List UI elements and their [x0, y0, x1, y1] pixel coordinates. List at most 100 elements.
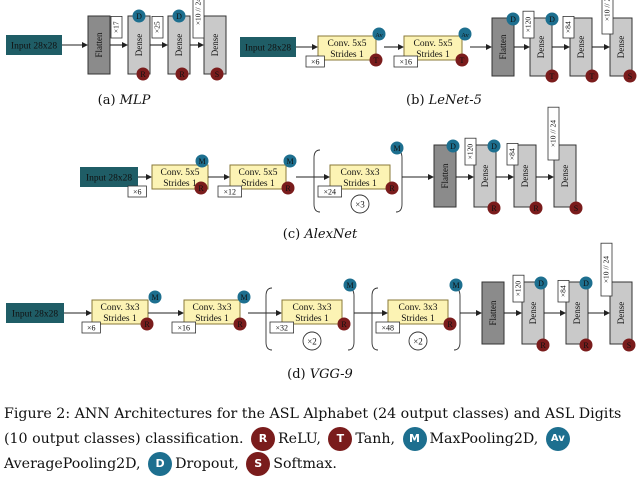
alex-dropout-1: [446, 139, 460, 153]
alex-dense-1: [473, 144, 497, 208]
mlp-flatten-label: Flatten: [94, 32, 104, 57]
vgg-arrow-5-head: [476, 310, 482, 316]
alex-relu-2: [281, 181, 295, 195]
vgg-dense-1-label: Dense: [528, 302, 538, 325]
alex-dense-1-label: Dense: [480, 165, 490, 188]
alex-maxpool-3-letter: M: [393, 144, 400, 153]
alex-relu-1: [194, 181, 208, 195]
alex-dense-2-label: Dense: [520, 165, 530, 188]
vgg-repeat-1: [302, 331, 322, 351]
lenet-tanh-2-letter: T: [460, 56, 465, 65]
avgpool-icon: Av: [545, 427, 570, 451]
vgg-relu-3-letter: R: [341, 320, 347, 329]
vgg-mult-2: [171, 321, 197, 334]
mlp-arrow-3-head: [162, 42, 168, 48]
mlp-relu-1: [136, 67, 150, 81]
alex-input-label: Input 28x28: [86, 174, 132, 184]
lenet-avgpool-2-letter: Av: [461, 32, 469, 39]
caption-mlp-tag: (a): [98, 93, 120, 108]
vgg-relu-4: [443, 317, 457, 331]
lenet-mult-3-text: ×84: [564, 21, 573, 33]
lenet-tanh-3-letter: T: [550, 72, 555, 81]
alex-relu-4-letter: R: [491, 204, 497, 213]
mlp-relu-2: [175, 67, 189, 81]
vgg-maxpool-1-letter: M: [151, 293, 158, 302]
vgg-conv-2: [183, 299, 241, 325]
alex-repeat: [350, 194, 370, 214]
vgg-conv-1: [91, 299, 149, 325]
vgg-dropout-1: [534, 276, 548, 290]
vgg-conv-4-kernel: Conv. 3x3: [399, 303, 438, 313]
vgg-flatten-label: Flatten: [488, 300, 498, 325]
legend-avgpool: AveragePooling2D,: [4, 456, 141, 472]
lenet-softmax-letter: S: [628, 72, 632, 81]
vgg-mult-7-text: ×10 // 24: [602, 256, 611, 283]
figure-caption: Figure 2: ANN Architectures for the ASL …: [4, 402, 638, 477]
legend-relu: ReLU,: [278, 431, 321, 447]
alex-repeat-bracket-right: [395, 149, 403, 213]
lenet-conv-2-strides: Strides 1: [416, 50, 450, 60]
vgg-repeat-bracket-1-right: [347, 287, 355, 351]
lenet-softmax: [623, 69, 637, 83]
alex-softmax-letter: S: [574, 204, 578, 213]
lenet-arrow-5-head: [564, 44, 570, 50]
lenet-mult-2b: [522, 10, 535, 39]
vgg-repeat-1-text: ×2: [307, 337, 317, 347]
vgg-mult-4-text: ×48: [382, 324, 395, 333]
mlp-softmax-letter: S: [215, 70, 219, 79]
alex-conv-3-kernel: Conv. 3x3: [341, 168, 380, 178]
vgg-input: [6, 303, 64, 323]
lenet-input-label: Input 28x28: [245, 44, 291, 54]
alex-arrow-4-head: [428, 174, 434, 180]
vgg-mult-1: [81, 321, 101, 334]
lenet-mult-2b-text: ×120: [524, 17, 533, 33]
vgg-mult-3: [269, 321, 295, 334]
lenet-arrow-4-head: [524, 44, 530, 50]
lenet-dense-3-label: Dense: [616, 36, 626, 59]
alex-arrow-1-head: [146, 174, 152, 180]
caption-lenet-tag: (b): [406, 93, 429, 108]
vgg-relu-5-letter: R: [540, 341, 546, 350]
mlp-arrow-4-head: [198, 42, 204, 48]
lenet-tanh-4-letter: T: [590, 72, 595, 81]
caption-lead: Figure 2: ANN Architectures for the ASL …: [4, 406, 622, 447]
alex-relu-4: [487, 201, 501, 215]
vgg-maxpool-4: [449, 278, 463, 292]
vgg-mult-5-text: ×120: [514, 281, 523, 297]
vgg-repeat-2-text: ×2: [413, 337, 423, 347]
caption-vgg: (d) VGG-9: [287, 367, 353, 382]
lenet-mult-4: [601, 0, 614, 35]
vgg-mult-6-text: ×84: [559, 285, 568, 297]
alex-mult-5-text: ×84: [508, 148, 517, 160]
lenet-arrow-3-head: [486, 44, 492, 50]
maxpool-icon: M: [402, 427, 427, 451]
alex-relu-2-letter: R: [285, 184, 291, 193]
alex-mult-5: [506, 142, 519, 166]
vgg-maxpool-4-letter: M: [452, 281, 459, 290]
alex-mult-1-text: ×6: [133, 188, 142, 197]
lenet-conv-1-kernel: Conv. 5x5: [328, 39, 367, 49]
alex-mult-2: [217, 185, 243, 198]
vgg-arrow-3-head: [276, 310, 282, 316]
vgg-mult-7: [600, 242, 613, 297]
alex-dense-2: [513, 144, 537, 208]
lenet-mult-2-text: ×16: [400, 58, 413, 67]
alex-input: [80, 167, 138, 187]
mlp-dropout-1: [132, 9, 146, 23]
vgg-dense-3: [609, 281, 633, 345]
vgg-maxpool-3: [343, 278, 357, 292]
vgg-repeat-2: [408, 331, 428, 351]
alex-relu-3-letter: R: [389, 184, 395, 193]
vgg-relu-6: [579, 338, 593, 352]
alex-dropout-1-letter: D: [450, 142, 456, 151]
vgg-conv-4-strides: Strides 1: [401, 314, 435, 324]
vgg-relu-6-letter: R: [583, 341, 589, 350]
legend-softmax: Softmax.: [273, 456, 337, 472]
legend-maxpool: MaxPooling2D,: [429, 431, 539, 447]
vgg-relu-4-letter: R: [447, 320, 453, 329]
mlp-mult-1-text: ×17: [112, 21, 121, 33]
mlp-dense-2-label: Dense: [174, 34, 184, 57]
lenet-avgpool-1: [372, 27, 386, 41]
vgg-arrow-7-head: [560, 310, 566, 316]
